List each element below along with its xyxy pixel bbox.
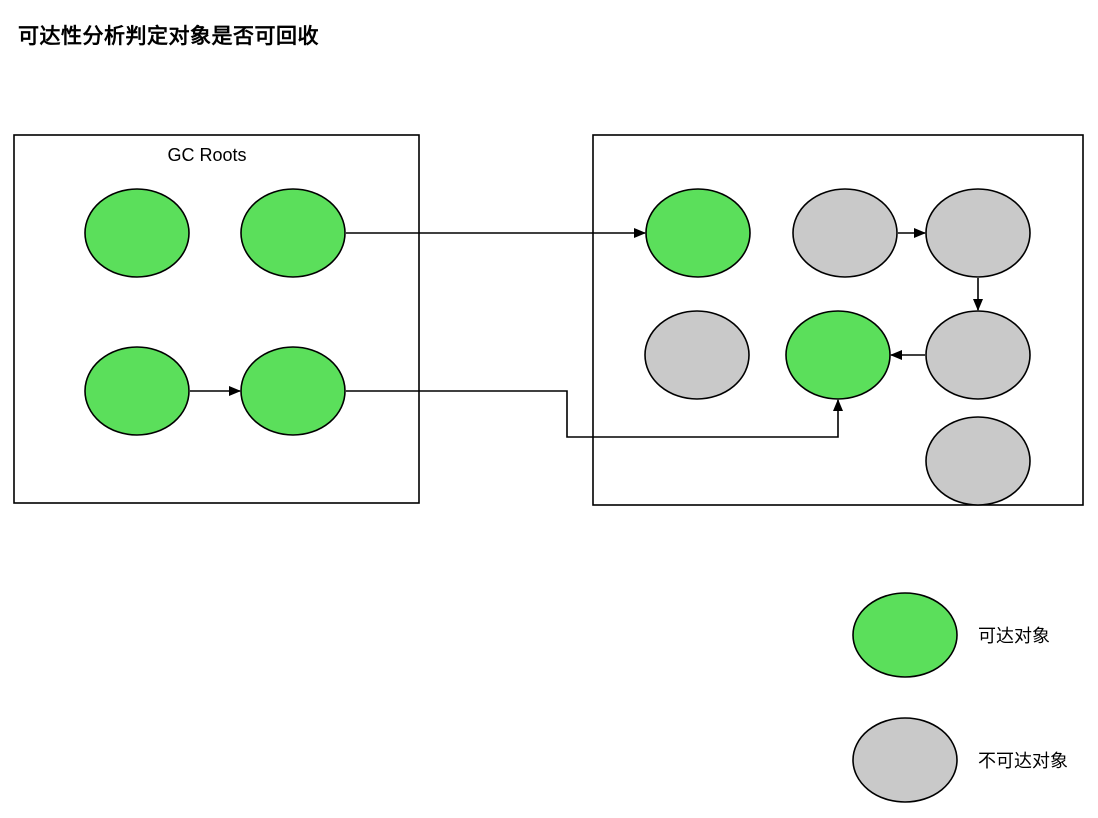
page-title: 可达性分析判定对象是否可回收 xyxy=(18,25,319,48)
heap-box xyxy=(592,134,1084,506)
node-obj-3-unreachable xyxy=(925,188,1031,278)
node-gc-root-4-reachable xyxy=(240,346,346,436)
node-gc-root-1-reachable xyxy=(84,188,190,278)
node-obj-6-unreachable xyxy=(925,310,1031,400)
legend-label-unreachable: 不可达对象 xyxy=(978,751,1068,771)
node-gc-root-2-reachable xyxy=(240,188,346,278)
edge-gc-root-4-to-obj-5 xyxy=(346,390,843,438)
node-gc-root-3-reachable xyxy=(84,346,190,436)
node-obj-4-unreachable xyxy=(644,310,750,400)
containers-layer: GC Roots xyxy=(13,134,1084,506)
legend-swatch-reachable xyxy=(852,592,958,678)
node-obj-2-unreachable xyxy=(792,188,898,278)
gc-roots-box-label: GC Roots xyxy=(167,145,246,165)
gc-roots-box xyxy=(13,134,420,504)
legend-swatch-unreachable xyxy=(852,717,958,803)
nodes-layer xyxy=(84,188,1031,506)
legend-label-reachable: 可达对象 xyxy=(978,626,1050,646)
node-obj-5-reachable xyxy=(785,310,891,400)
node-obj-7-unreachable xyxy=(925,416,1031,506)
edges-layer xyxy=(190,228,983,438)
node-obj-1-reachable xyxy=(645,188,751,278)
